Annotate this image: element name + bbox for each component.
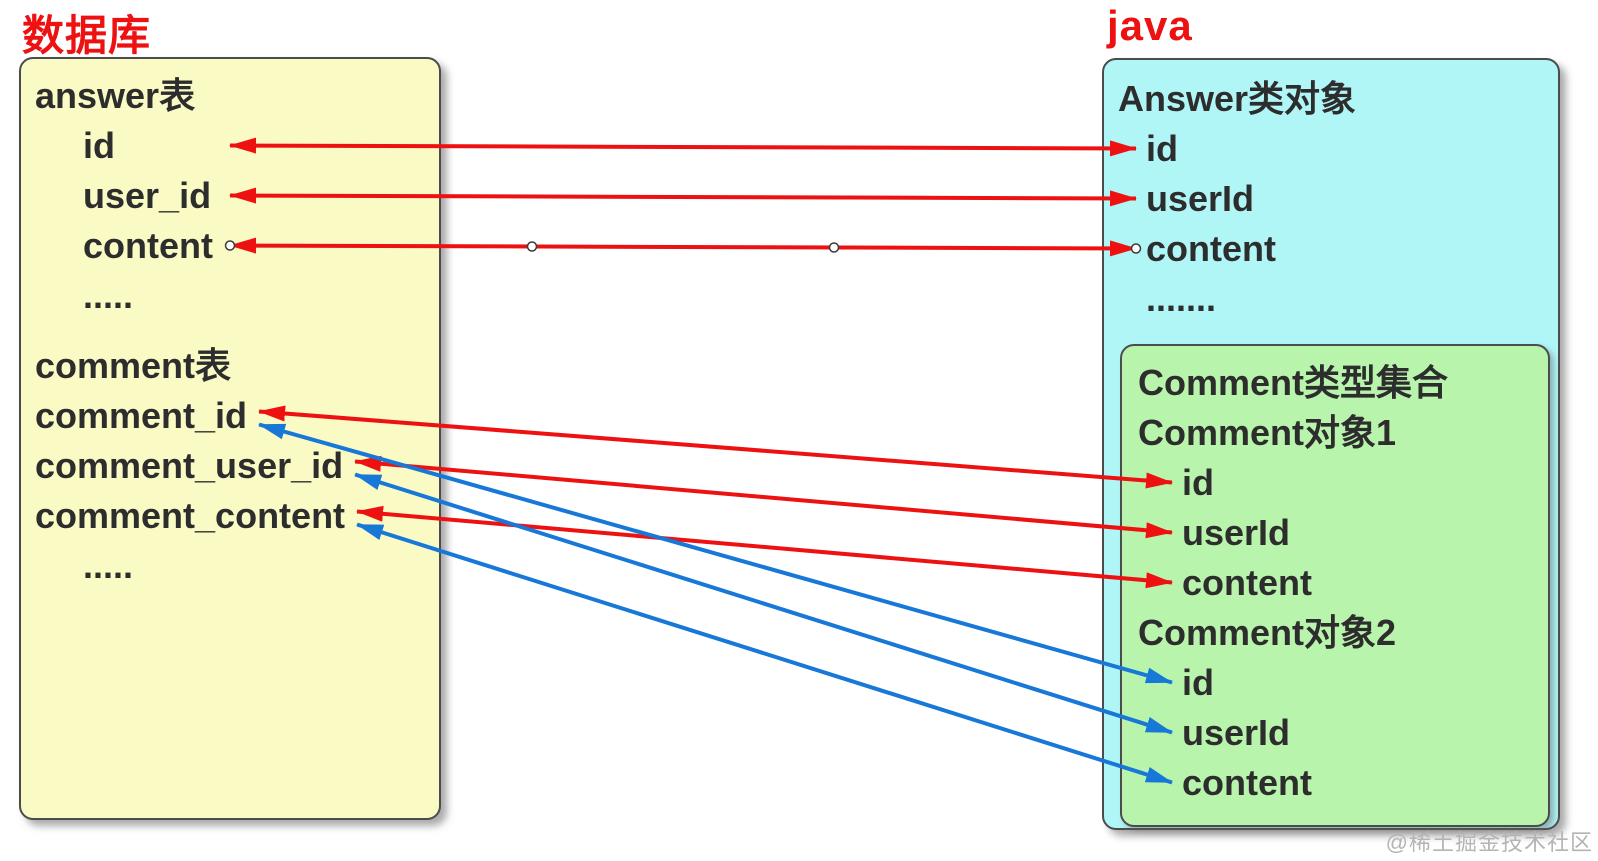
java-answer-field-id: id <box>1146 128 1178 169</box>
comment-table-header: comment表 <box>35 345 232 386</box>
field-row: content <box>1118 224 1558 274</box>
field-row: content <box>35 221 439 271</box>
java-answer-field-content: content <box>1146 228 1276 269</box>
field-row: comment_user_id <box>35 441 439 491</box>
db-comment-field-comment-content: comment_content <box>35 495 346 536</box>
answer-table-header: answer表 <box>35 75 196 116</box>
db-answer-field-user-id: user_id <box>83 175 212 216</box>
db-comment-field-comment-id: comment_id <box>35 395 248 436</box>
comment-object2-header: Comment对象2 <box>1138 612 1397 653</box>
database-title: 数据库 <box>22 12 152 59</box>
ellipsis-row: ..... <box>83 545 134 586</box>
answer-object-header: Answer类对象 <box>1118 78 1357 119</box>
field-row: userId <box>1118 174 1558 224</box>
field-row: userId <box>1138 708 1548 758</box>
watermark: @稀土掘金技术社区 <box>1385 830 1593 855</box>
field-row: id <box>1138 658 1548 708</box>
comment-collection-header: Comment类型集合 <box>1138 362 1449 403</box>
comment-object2-field-content: content <box>1182 762 1312 803</box>
ellipsis-row: ..... <box>83 275 134 316</box>
field-row: content <box>1138 758 1548 808</box>
comment-object1-field-userid: userId <box>1182 512 1291 553</box>
comment-object1-field-content: content <box>1182 562 1312 603</box>
db-comment-field-comment-user-id: comment_user_id <box>35 445 344 486</box>
field-row: comment_id <box>35 391 439 441</box>
comment-object1-header: Comment对象1 <box>1138 412 1397 453</box>
field-row: user_id <box>35 171 439 221</box>
db-answer-field-content: content <box>83 225 213 266</box>
comment-object2-field-userid: userId <box>1182 712 1291 753</box>
database-box: answer表 id user_id content ..... comment… <box>19 57 441 820</box>
ellipsis-row: ....... <box>1146 278 1217 319</box>
comment-object2-field-id: id <box>1182 662 1214 703</box>
comment-collection-box: Comment类型集合 Comment对象1 id userId content… <box>1120 344 1550 827</box>
java-box: Answer类对象 id userId content ....... Comm… <box>1102 58 1560 830</box>
field-row: id <box>1138 458 1548 508</box>
java-title: java <box>1107 2 1193 49</box>
java-answer-field-userid: userId <box>1146 178 1255 219</box>
field-row: comment_content <box>35 491 439 541</box>
comment-object1-field-id: id <box>1182 462 1214 503</box>
field-row: userId <box>1138 508 1548 558</box>
field-row: id <box>1118 124 1558 174</box>
field-row: content <box>1138 558 1548 608</box>
field-row: id <box>35 121 439 171</box>
db-answer-field-id: id <box>83 125 115 166</box>
